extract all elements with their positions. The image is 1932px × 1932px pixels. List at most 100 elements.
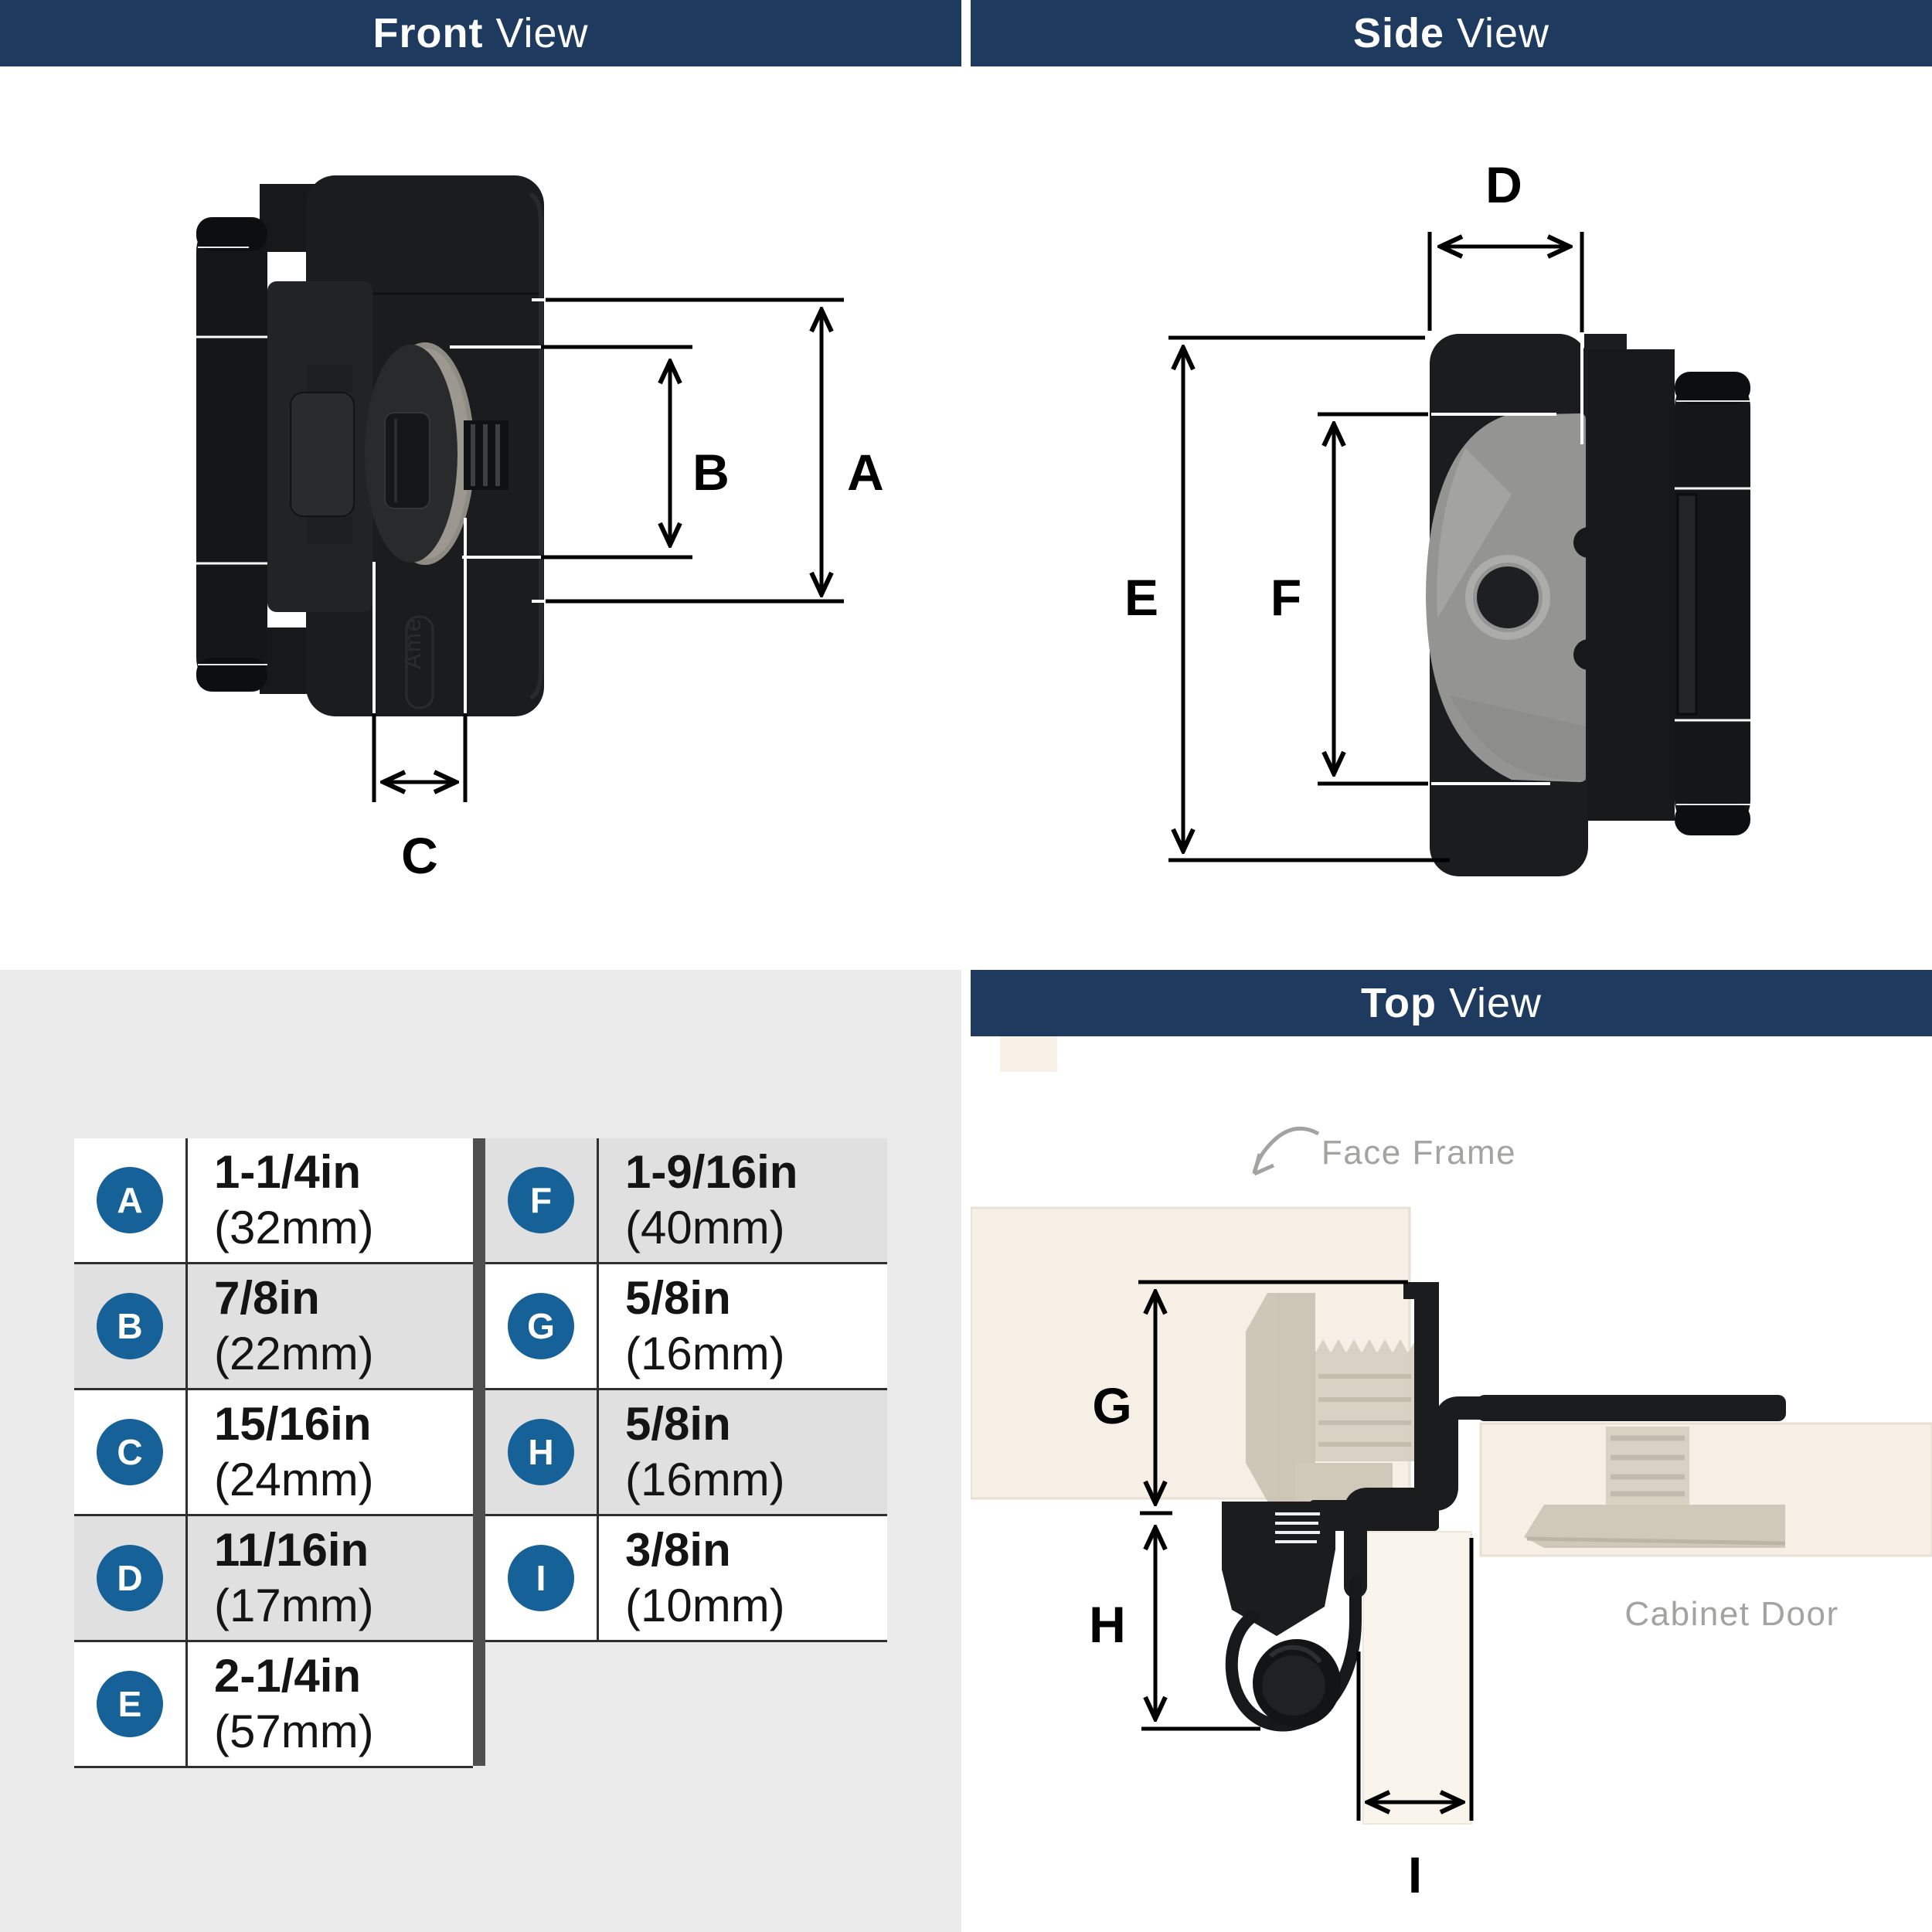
- dim-mm: (17mm): [214, 1580, 374, 1631]
- dim-badge: G: [508, 1293, 574, 1359]
- top-adjustment-screw-threads: [1275, 1512, 1320, 1543]
- top-dimension-I: I: [1356, 1538, 1474, 1903]
- top-bushing-threads-top: [1315, 1339, 1414, 1355]
- side-dim-label-e: E: [1124, 569, 1158, 626]
- side-cam-notch-1: [1573, 527, 1604, 558]
- top-hinge-cross-section: [1222, 1282, 1786, 1732]
- front-view-title-strong: Front: [372, 10, 484, 56]
- dim-badge: A: [97, 1167, 163, 1233]
- top-roller-highlight: [1268, 1645, 1322, 1664]
- side-cam-notch-2: [1573, 639, 1604, 670]
- dimension-table-left-group: A 1-1/4in(32mm) B 7/8in(22mm) C 15/16in(…: [74, 1138, 473, 1768]
- dim-badge: D: [97, 1545, 163, 1611]
- side-cam-hub: [1477, 566, 1539, 628]
- front-dim-label-a: A: [847, 444, 884, 501]
- dim-badge: I: [508, 1545, 574, 1611]
- side-hinge-illustration: [1426, 334, 1750, 876]
- side-dimension-F: F: [1270, 412, 1556, 786]
- front-bracket-step-bottom: [308, 516, 352, 544]
- front-barrel-bottom-cap: [196, 658, 267, 692]
- top-pivot-hook: [1225, 1576, 1362, 1732]
- top-door-fastener: [1524, 1427, 1786, 1548]
- dim-inches: 5/8in: [625, 1272, 731, 1324]
- side-dim-label-d: D: [1485, 156, 1522, 213]
- side-cam-shadow: [1450, 696, 1586, 781]
- top-door-edge-band: [1362, 1531, 1472, 1825]
- front-plate-embossing: Ame: [400, 617, 426, 669]
- table-row: H 5/8in(16mm): [485, 1388, 887, 1514]
- front-hinge-illustration: Ame: [196, 175, 544, 716]
- front-bracket-step-top: [308, 365, 352, 393]
- table-row: A 1-1/4in(32mm): [74, 1138, 473, 1262]
- top-view-title-rest: View: [1448, 980, 1543, 1026]
- side-view-drawing: D E F: [1124, 156, 1750, 876]
- dim-inches: 5/8in: [625, 1398, 731, 1450]
- table-row: C 15/16in(24mm): [74, 1388, 473, 1514]
- side-barrel-bottom-cap: [1675, 803, 1750, 835]
- table-row: I 3/8in(10mm): [485, 1514, 887, 1640]
- dim-mm: (22mm): [214, 1328, 374, 1379]
- top-tnut-wedge: [1246, 1293, 1315, 1502]
- dim-mm: (10mm): [625, 1580, 785, 1631]
- side-view-panel: Side View: [971, 0, 1932, 966]
- dim-inches: 3/8in: [625, 1524, 731, 1576]
- top-bushing-ridges: [1318, 1374, 1411, 1447]
- top-dim-label-h: H: [1089, 1596, 1126, 1653]
- top-door-plate-bar: [1477, 1395, 1786, 1421]
- top-dim-label-g: G: [1092, 1377, 1131, 1434]
- top-view-drawing: Face Frame Cabinet Door G H I: [971, 1036, 1932, 1903]
- side-barrel-top-cap: [1675, 372, 1750, 404]
- dim-mm: (16mm): [625, 1328, 785, 1379]
- dim-mm: (40mm): [625, 1202, 785, 1253]
- dim-badge: F: [508, 1167, 574, 1233]
- dim-mm: (57mm): [214, 1706, 374, 1757]
- dim-inches: 1-9/16in: [625, 1146, 798, 1198]
- dimension-table-right-group: F 1-9/16in(40mm) G 5/8in(16mm) H 5/8in(1…: [485, 1138, 887, 1642]
- front-barrel-top-cap: [196, 217, 267, 251]
- top-frame-fastener: [1246, 1293, 1414, 1505]
- side-cam-hub-ring: [1465, 555, 1550, 640]
- face-frame-label: Face Frame: [1321, 1134, 1516, 1172]
- dimension-table: A 1-1/4in(32mm) B 7/8in(22mm) C 15/16in(…: [74, 1138, 887, 1768]
- side-dim-label-f: F: [1270, 569, 1301, 626]
- table-row: F 1-9/16in(40mm): [485, 1138, 887, 1262]
- front-dim-label-b: B: [692, 444, 730, 501]
- face-frame-arrow: [1252, 1126, 1320, 1176]
- top-view-header: Top View: [971, 970, 1932, 1036]
- dim-badge: E: [97, 1671, 163, 1737]
- top-door-flange-edge: [1526, 1536, 1786, 1546]
- table-row: G 5/8in(16mm): [485, 1262, 887, 1388]
- top-view-title-strong: Top: [1360, 980, 1437, 1026]
- dim-mm: (24mm): [214, 1454, 374, 1505]
- dim-mm: (16mm): [625, 1454, 785, 1505]
- dim-badge: C: [97, 1419, 163, 1485]
- dimension-table-panel: A 1-1/4in(32mm) B 7/8in(22mm) C 15/16in(…: [0, 970, 961, 1932]
- table-row: D 11/16in(17mm): [74, 1514, 473, 1640]
- top-dim-label-i: I: [1408, 1846, 1422, 1903]
- dim-inches: 1-1/4in: [214, 1146, 362, 1198]
- front-dimension-B: B: [450, 345, 730, 560]
- dim-mm: (32mm): [214, 1202, 374, 1253]
- top-pivot-roller-cap: [1262, 1655, 1325, 1716]
- front-view-header: Front View: [0, 0, 961, 66]
- dim-inches: 7/8in: [214, 1272, 320, 1324]
- top-dimension-H: H: [1089, 1528, 1260, 1731]
- dim-badge: B: [97, 1293, 163, 1359]
- cabinet-door-label: Cabinet Door: [1624, 1595, 1838, 1633]
- table-row: E 2-1/4in(57mm): [74, 1640, 473, 1766]
- table-row: B 7/8in(22mm): [74, 1262, 473, 1388]
- front-bracket-tab: [290, 392, 355, 517]
- dim-badge: H: [508, 1419, 574, 1485]
- top-door-stud-ridges: [1611, 1435, 1685, 1497]
- side-view-header: Side View: [971, 0, 1932, 66]
- front-logo-outline: [405, 615, 434, 709]
- top-dimension-G: G: [1092, 1280, 1408, 1515]
- front-view-drawing: Ame: [196, 175, 884, 884]
- dim-inches: 11/16in: [214, 1524, 369, 1576]
- front-dimension-A: A: [532, 298, 884, 604]
- side-dimension-D: D: [1427, 156, 1584, 444]
- side-cam-highlight: [1437, 448, 1512, 618]
- top-view-panel: Top View: [971, 970, 1932, 1932]
- front-hinge-barrel: [196, 217, 267, 692]
- top-adjustment-block: [1222, 1502, 1335, 1636]
